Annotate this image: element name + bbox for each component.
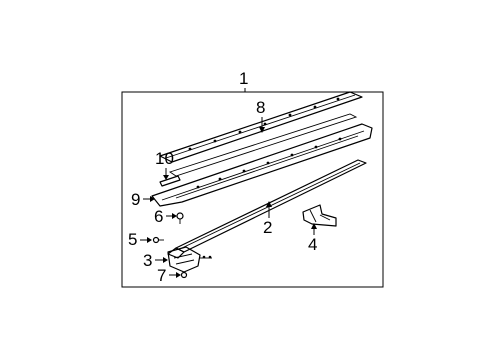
- callout-5: 5: [128, 230, 137, 249]
- callout-3-arrow: [163, 257, 168, 263]
- callout-10: 10: [155, 149, 174, 168]
- step-pad: [167, 159, 367, 259]
- nut: [180, 271, 188, 279]
- callout-5-arrow: [147, 237, 152, 243]
- callout-2: 2: [263, 218, 272, 237]
- rear-support-bracket: [302, 204, 337, 227]
- molding-clip-dots: [188, 97, 340, 151]
- bolt: [152, 236, 164, 244]
- clip: [176, 212, 184, 224]
- callout-9-arrow: [259, 127, 265, 133]
- callout-10-arrow: [163, 175, 169, 180]
- callout-4-arrow: [311, 223, 317, 229]
- callout-9: 8: [256, 98, 265, 117]
- upper-molding: [159, 91, 363, 163]
- running-board: [151, 123, 373, 207]
- callout-2-arrow: [266, 201, 272, 207]
- callout-6: 6: [154, 207, 163, 226]
- callout-6-arrow: [172, 213, 177, 219]
- callout-7-arrow: [176, 272, 181, 278]
- mounting-bracket: [167, 246, 212, 273]
- end-cap: [159, 175, 181, 187]
- board-hole-dots: [196, 137, 342, 189]
- callout-4: 4: [308, 235, 317, 254]
- callout-8-arrow: [150, 196, 155, 202]
- callout-8: 9: [131, 190, 140, 209]
- callout-1: 1: [239, 69, 248, 88]
- lower-trim-strip: [168, 113, 358, 177]
- assembly-frame: [121, 91, 384, 288]
- callout-7: 7: [157, 266, 166, 285]
- callout-3: 3: [143, 251, 152, 270]
